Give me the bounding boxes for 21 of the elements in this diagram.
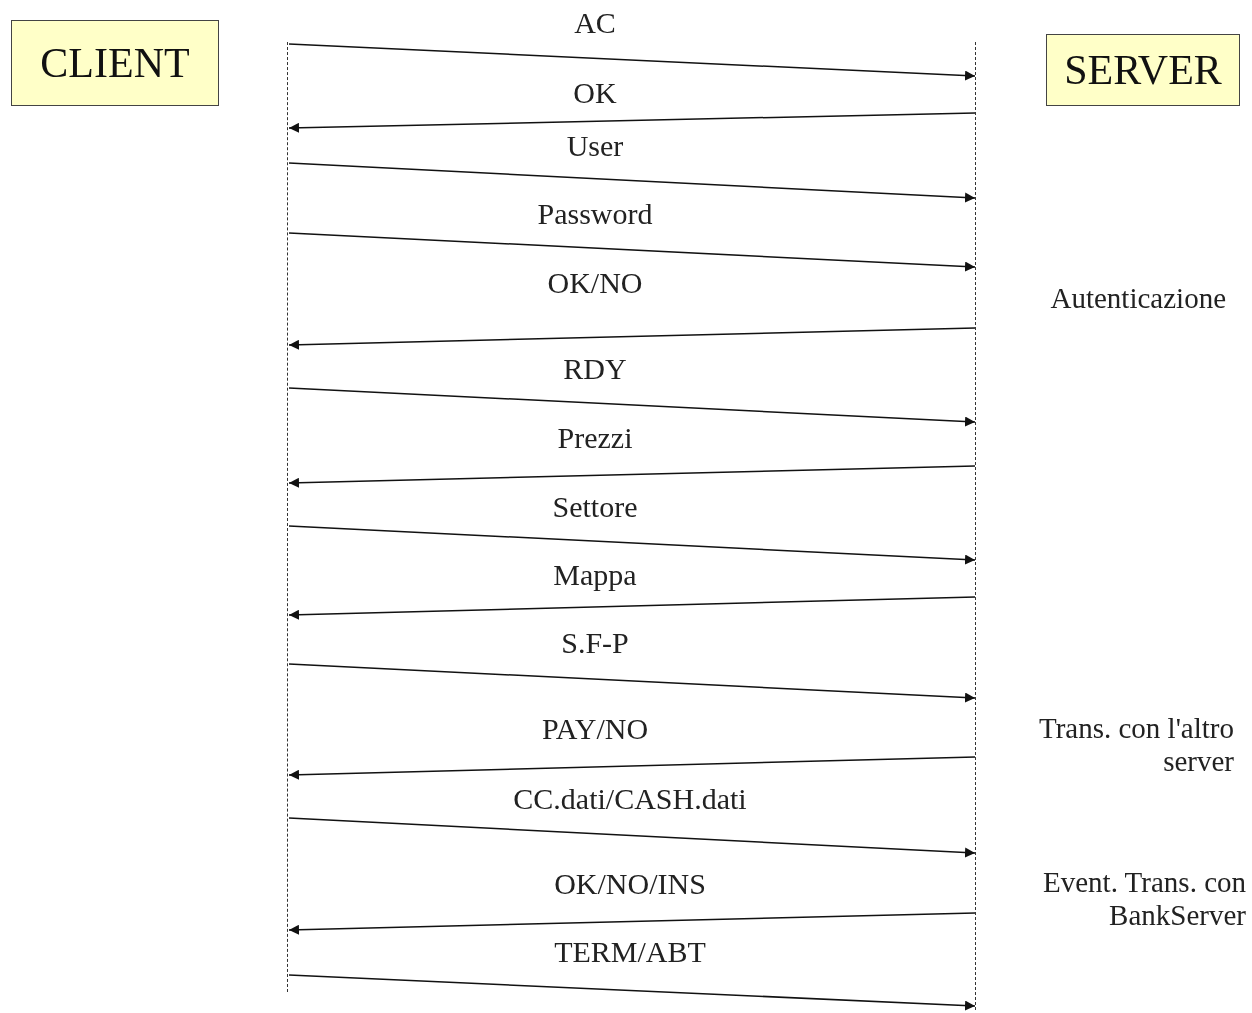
note: Event. Trans. con BankServer (1042, 866, 1246, 933)
arrow (288, 912, 976, 935)
arrow (288, 525, 976, 565)
arrow (288, 817, 976, 858)
lifeline (975, 42, 977, 1010)
server-box: SERVER (1046, 34, 1240, 106)
arrow (288, 232, 976, 272)
arrow (288, 596, 976, 620)
arrow (288, 387, 976, 427)
client-box: CLIENT (11, 20, 219, 106)
note: Autenticazione (1049, 282, 1226, 316)
lifeline (287, 42, 289, 992)
arrow (288, 974, 976, 1011)
arrow (288, 465, 976, 488)
arrow (288, 112, 976, 133)
note: Trans. con l'altro server (1037, 712, 1234, 779)
arrow (288, 756, 976, 780)
arrow (288, 162, 976, 203)
arrow (288, 327, 976, 350)
arrow (288, 43, 976, 81)
arrow (288, 663, 976, 703)
